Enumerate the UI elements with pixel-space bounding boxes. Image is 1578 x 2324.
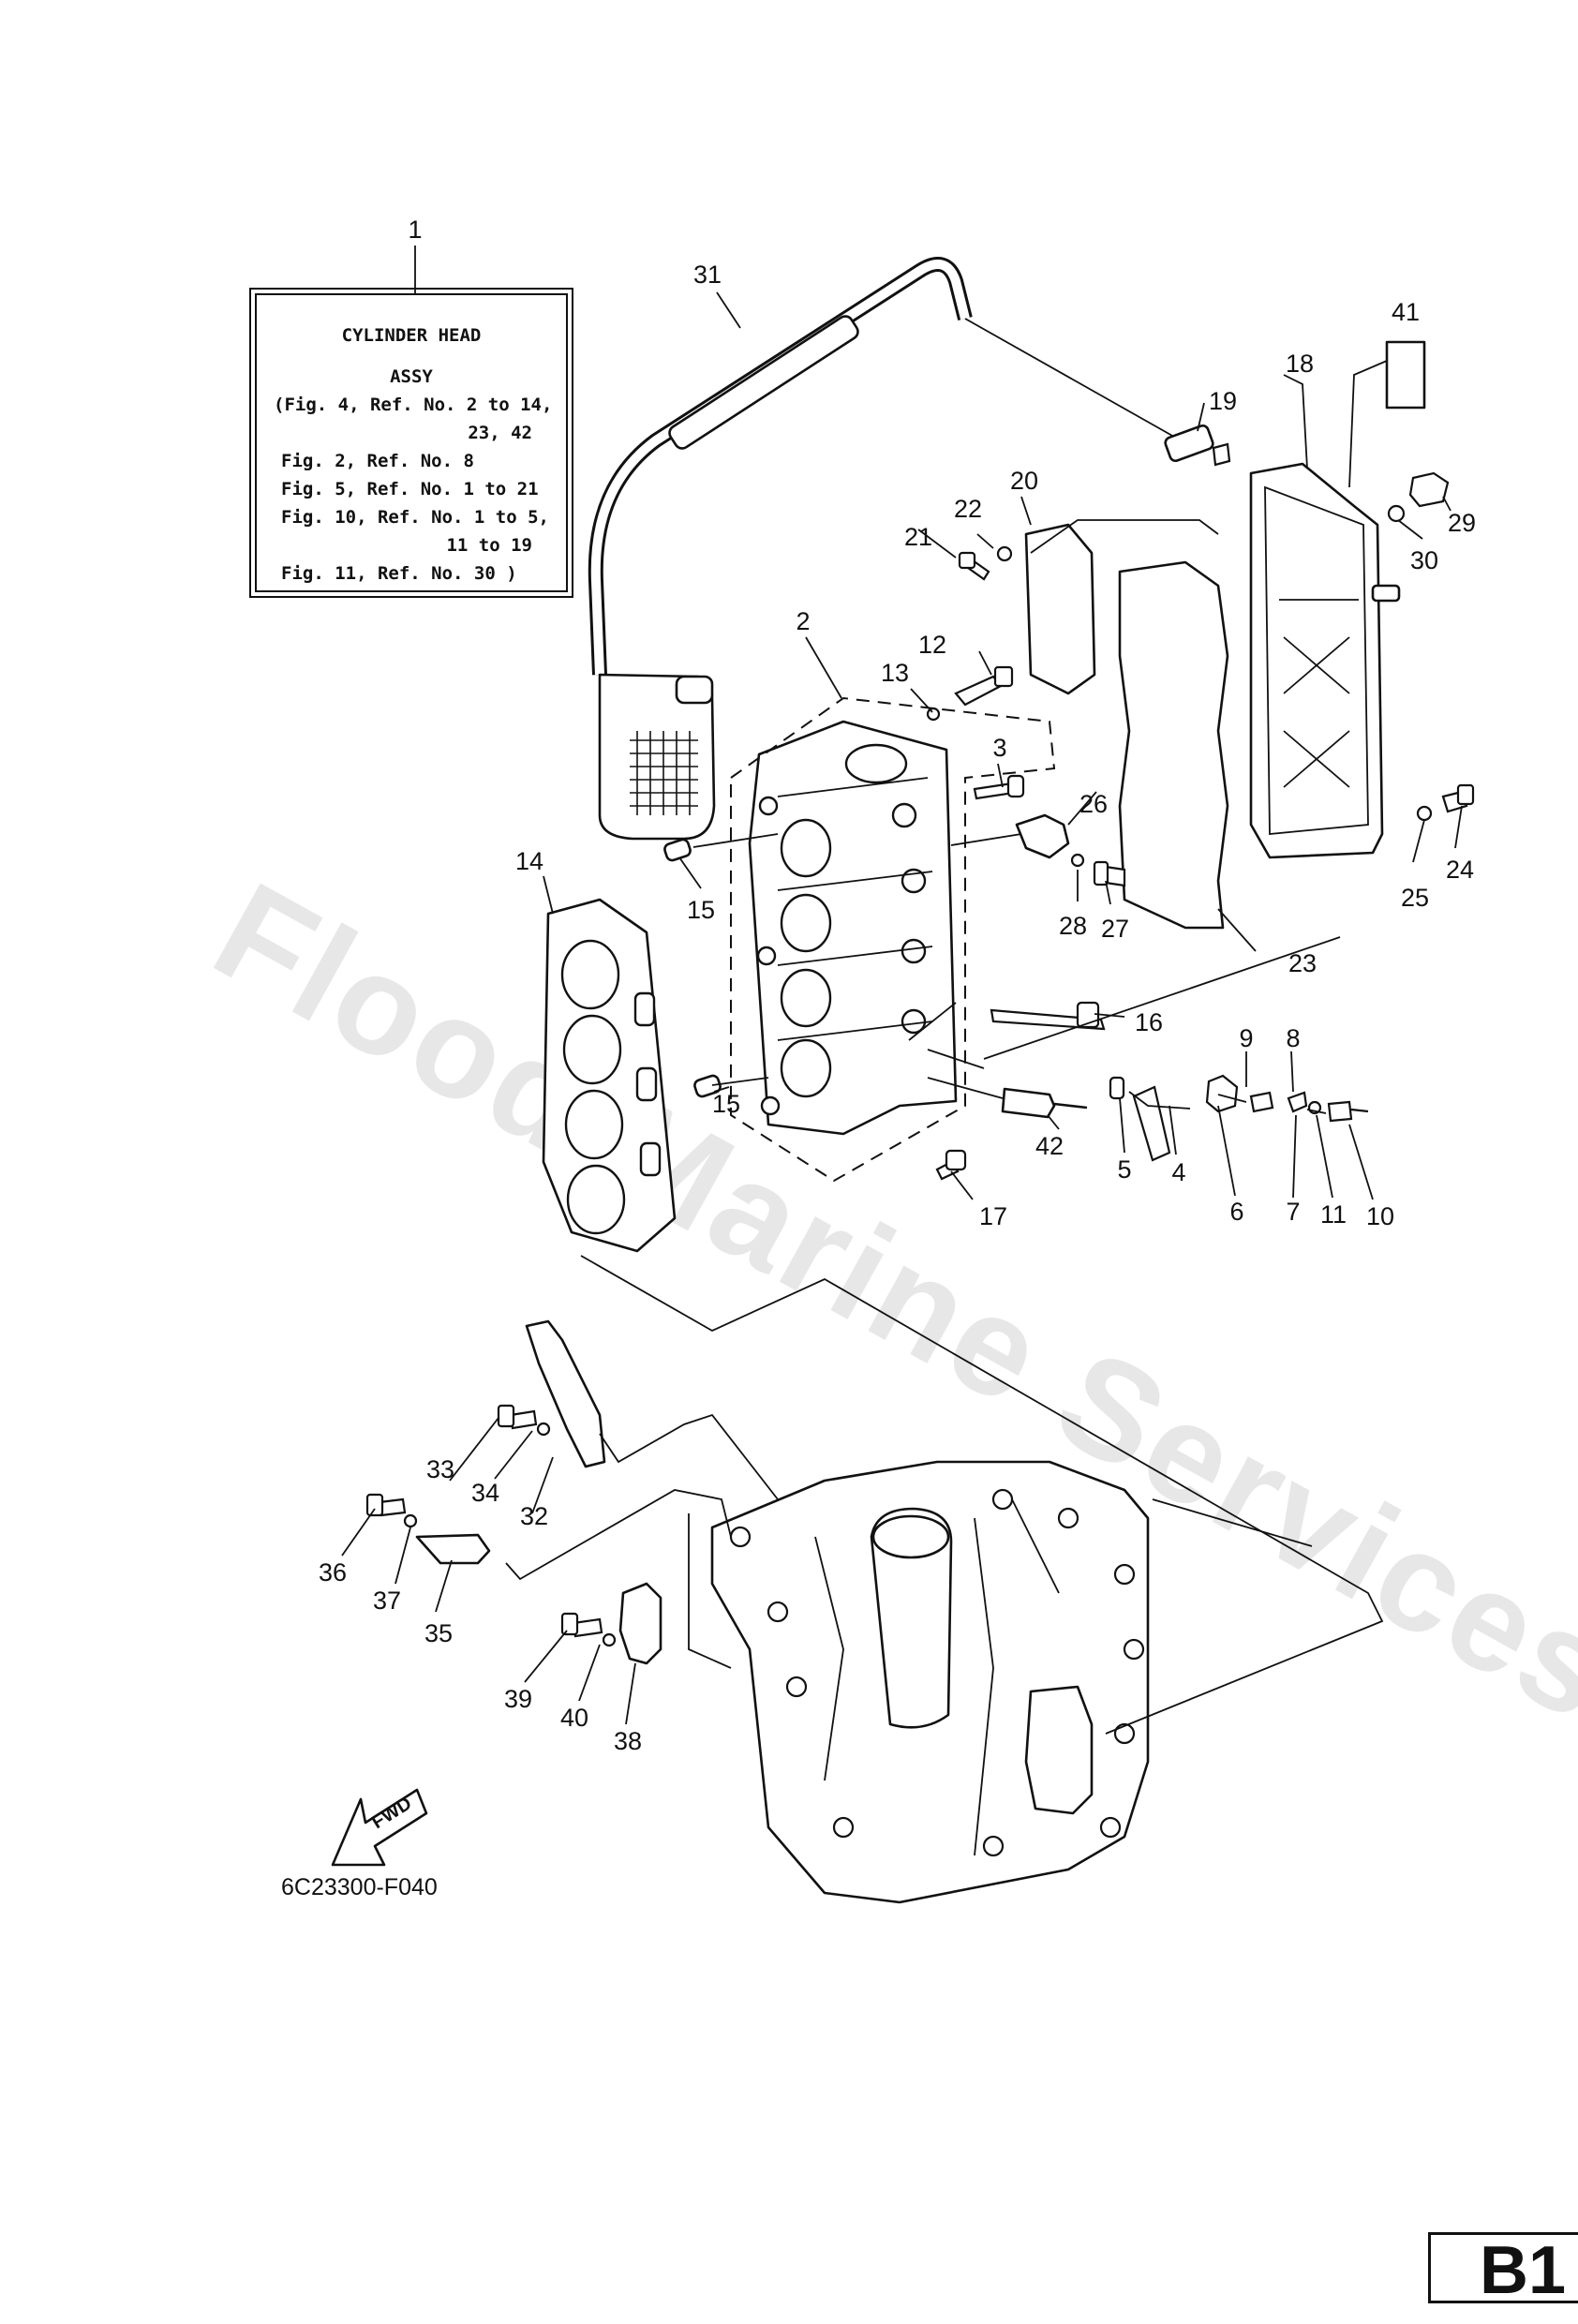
head-assembly-group	[730, 696, 1056, 1183]
callout-29: 29	[1448, 509, 1476, 537]
callout-4: 4	[1171, 1158, 1185, 1186]
callout-21: 21	[904, 523, 932, 551]
callout-10: 10	[1366, 1202, 1394, 1230]
callout-24: 24	[1446, 856, 1474, 884]
callout-22: 22	[954, 495, 982, 523]
fwd-arrow-icon: FWD	[331, 1788, 428, 1867]
callout-numbers: 1 2 3 4 5 6 7 8 9 10 11 12 13 14 15 15 1…	[319, 216, 1476, 1755]
callout-19: 19	[1209, 387, 1237, 415]
callout-leaders	[341, 246, 1463, 1725]
callout-12: 12	[918, 631, 946, 659]
callout-28: 28	[1059, 912, 1087, 940]
page-code: B1	[1428, 2232, 1578, 2306]
callout-7: 7	[1286, 1198, 1300, 1226]
info-line-7: Fig. 11, Ref. No. 30 )	[281, 563, 517, 584]
callout-33: 33	[426, 1455, 454, 1483]
assembly-info-box: CYLINDER HEAD ASSY (Fig. 4, Ref. No. 2 t…	[249, 288, 573, 598]
callout-38: 38	[614, 1727, 642, 1755]
callout-5: 5	[1117, 1155, 1131, 1184]
anode-cover	[1015, 813, 1070, 859]
callout-17: 17	[979, 1202, 1007, 1230]
info-line-5: Fig. 10, Ref. No. 1 to 5,	[281, 507, 549, 528]
callout-14: 14	[515, 847, 543, 875]
callout-15-upper: 15	[687, 896, 715, 924]
callout-20: 20	[1010, 467, 1038, 495]
bracket-38	[618, 1582, 662, 1665]
callout-13: 13	[881, 659, 909, 687]
plate-41	[1385, 340, 1426, 410]
callout-9: 9	[1239, 1024, 1253, 1052]
callout-41: 41	[1392, 298, 1420, 326]
callout-34: 34	[471, 1479, 499, 1507]
info-line-6: 11 to 19	[446, 535, 532, 556]
callout-2: 2	[796, 607, 810, 635]
breather-filter	[598, 673, 716, 841]
callout-6: 6	[1229, 1198, 1243, 1226]
breather-hose	[588, 257, 1214, 676]
drawing-number: 6C23300-F040	[281, 1874, 438, 1900]
callout-37: 37	[373, 1587, 401, 1615]
callout-8: 8	[1286, 1024, 1300, 1052]
info-title: CYLINDER HEAD	[341, 325, 482, 346]
spark-plug	[1001, 1087, 1088, 1119]
crankcase-block	[710, 1460, 1150, 1904]
callout-3: 3	[992, 734, 1006, 762]
callout-18: 18	[1286, 350, 1314, 378]
info-subtitle: ASSY	[390, 366, 433, 387]
dowel-pin-lower	[693, 1074, 722, 1098]
callout-32: 32	[520, 1502, 548, 1530]
callout-26: 26	[1079, 790, 1108, 818]
info-line-1: (Fig. 4, Ref. No. 2 to 14,	[274, 395, 553, 415]
callout-42: 42	[1035, 1132, 1064, 1160]
thermostat-cover-gasket	[1024, 523, 1096, 695]
callout-11: 11	[1320, 1200, 1347, 1229]
callout-40: 40	[560, 1704, 588, 1732]
callout-27: 27	[1101, 915, 1129, 943]
bracket-35	[415, 1533, 491, 1565]
exhaust-cover-gasket	[1118, 560, 1229, 930]
callout-30: 30	[1410, 546, 1438, 574]
callout-16: 16	[1135, 1008, 1163, 1036]
callout-39: 39	[504, 1685, 532, 1713]
fasteners	[365, 442, 1475, 1647]
callout-1: 1	[408, 216, 422, 244]
info-line-4: Fig. 5, Ref. No. 1 to 21	[281, 479, 539, 499]
callout-25: 25	[1401, 884, 1429, 912]
head-gasket	[542, 898, 677, 1253]
callout-35: 35	[424, 1619, 453, 1647]
assembly-lines	[505, 360, 1388, 1735]
bracket-32	[525, 1319, 606, 1468]
info-line-3: Fig. 2, Ref. No. 8	[281, 451, 474, 471]
info-line-2: 23, 42	[468, 423, 532, 443]
cylinder-head	[748, 720, 958, 1136]
callout-36: 36	[319, 1558, 347, 1587]
exhaust-cover	[1249, 462, 1401, 859]
callout-31: 31	[693, 261, 722, 289]
callout-15-lower: 15	[712, 1090, 740, 1118]
dowel-pin-upper	[663, 838, 692, 862]
callout-23: 23	[1288, 949, 1317, 977]
